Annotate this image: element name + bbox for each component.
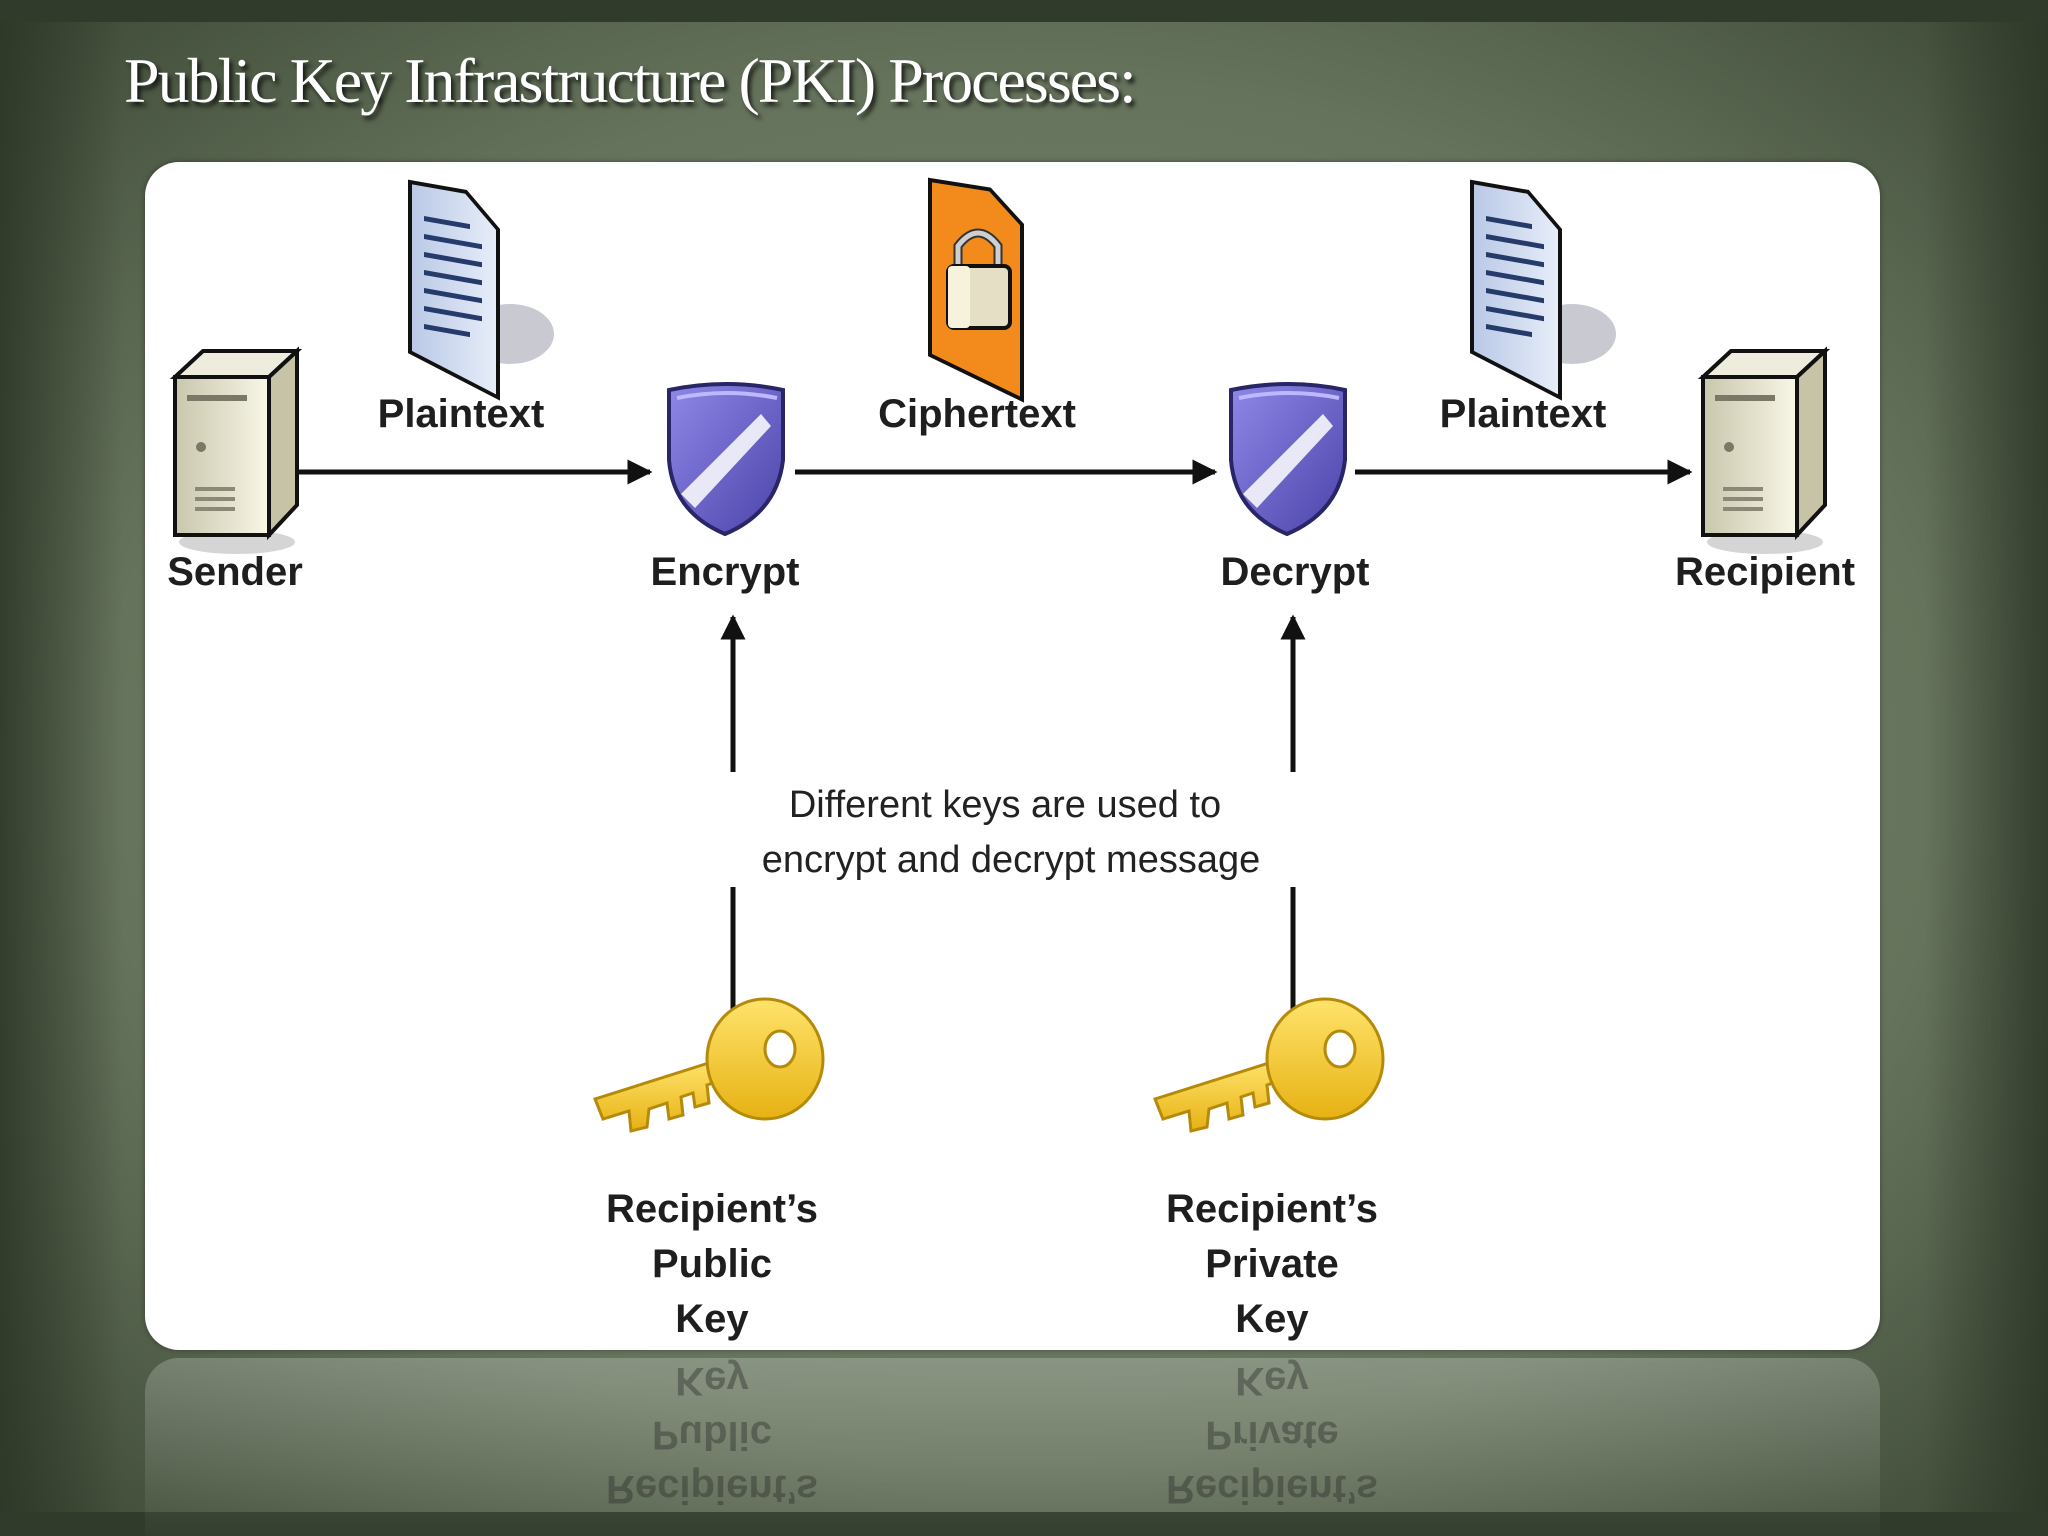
reflection-public-key-label: Recipient’s Public Key <box>552 1358 872 1516</box>
key-icon <box>1153 997 1385 1133</box>
slide-title: Public Key Infrastructure (PKI) Processe… <box>124 45 1137 116</box>
edge-label-plaintext-in: Plaintext <box>378 392 545 436</box>
reflection-private-line-3: Key <box>1235 1359 1309 1403</box>
reflection-content: Recipient’s Public Key Recipient’s Priva… <box>145 1358 1880 1536</box>
diagram-panel: Plaintext Ciphertext Plaintext Sender En… <box>145 162 1880 1350</box>
node-label-decrypt: Decrypt <box>1221 550 1370 594</box>
reflection-private-key-label: Recipient’s Private Key <box>1112 1358 1432 1516</box>
node-label-encrypt: Encrypt <box>651 550 800 594</box>
note-line-2: encrypt and decrypt message <box>762 839 1261 881</box>
document-icon <box>408 179 554 401</box>
reflection-public-line-1: Recipient’s <box>606 1467 818 1511</box>
reflection-private-line-2: Private <box>1205 1413 1339 1457</box>
pki-diagram: Plaintext Ciphertext Plaintext Sender En… <box>167 177 1855 1341</box>
reflection-private-line-1: Recipient’s <box>1166 1467 1378 1511</box>
node-label-recipient: Recipient <box>1675 550 1855 594</box>
edge-label-ciphertext: Ciphertext <box>878 392 1076 436</box>
reflection-public-line-3: Key <box>675 1359 749 1403</box>
panel-reflection: Recipient’s Public Key Recipient’s Priva… <box>145 1358 1880 1536</box>
locked-document-icon <box>928 177 1024 403</box>
reflection-public-line-2: Public <box>651 1413 773 1457</box>
server-icon <box>169 346 303 554</box>
edge-label-plaintext-out: Plaintext <box>1440 392 1607 436</box>
shield-icon <box>667 382 785 537</box>
node-label-sender: Sender <box>167 550 303 594</box>
shield-icon <box>1229 382 1347 537</box>
public-key-label-line-2: Public <box>652 1242 772 1286</box>
private-key-label-line-3: Key <box>1235 1297 1309 1341</box>
private-key-label-line-2: Private <box>1205 1242 1338 1286</box>
note-line-1: Different keys are used to <box>789 784 1221 826</box>
server-icon <box>1697 346 1831 554</box>
public-key-label-line-1: Recipient’s <box>606 1187 818 1231</box>
document-icon <box>1470 179 1616 401</box>
public-key-label-line-3: Key <box>675 1297 749 1341</box>
key-icon <box>593 997 825 1133</box>
private-key-label-line-1: Recipient’s <box>1166 1187 1378 1231</box>
